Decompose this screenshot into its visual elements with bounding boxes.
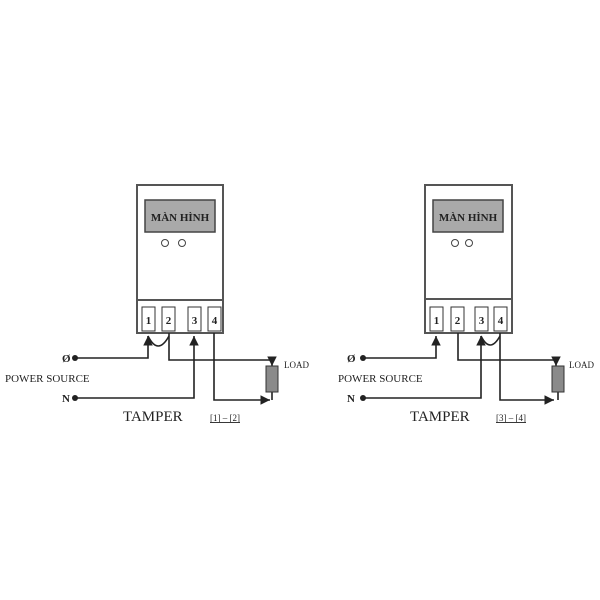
power-source-label: POWER SOURCE [338,373,423,385]
jumper-wire [480,335,501,346]
display-label: MÀN HÌNH [439,212,498,224]
jumper-label: [1] – [2] [210,413,240,423]
jumper-wire [147,335,170,347]
load-return-wire [499,333,554,405]
load-return-wire [213,333,270,405]
terminal-block: 1 2 3 4 [429,306,508,332]
terminal-block: 1 2 3 4 [141,306,222,332]
neutral-label: N [62,393,70,405]
neutral-terminal-dot [360,395,366,401]
phase-label: Ø [62,353,71,365]
load-wire [457,333,561,366]
neutral-wire [75,336,199,399]
phase-label: Ø [347,353,356,365]
diagram-title: TAMPER [410,409,470,425]
svg-text:1: 1 [434,315,440,327]
display-label: MÀN HÌNH [151,212,210,224]
svg-text:4: 4 [498,315,504,327]
phase-terminal-dot [360,355,366,361]
load-resistor [551,365,565,393]
indicator-led [178,239,186,247]
svg-text:1: 1 [146,315,152,327]
jumper-label: [3] – [4] [496,413,526,423]
power-source-label: POWER SOURCE [5,373,90,385]
svg-text:3: 3 [479,315,485,327]
phase-wire [363,336,441,359]
indicator-led [465,239,473,247]
indicator-led [451,239,459,247]
load-resistor [265,365,279,393]
svg-text:3: 3 [192,315,198,327]
neutral-terminal-dot [72,395,78,401]
diagram-tamper-1-2: MÀN HÌNH 1 2 3 4 Ø N POWER SOURCE LOAD T… [5,184,309,425]
phase-wire [75,336,153,359]
svg-text:2: 2 [455,315,461,327]
svg-text:4: 4 [212,315,218,327]
neutral-label: N [347,393,355,405]
load-wire [168,333,277,366]
load-label: LOAD [284,360,309,370]
svg-text:2: 2 [166,315,172,327]
diagram-title: TAMPER [123,409,183,425]
phase-terminal-dot [72,355,78,361]
neutral-wire [363,336,486,399]
load-label: LOAD [569,360,594,370]
indicator-led [161,239,169,247]
diagram-tamper-3-4: MÀN HÌNH 1 2 3 4 Ø N POWER SOURCE LOAD T… [338,184,594,425]
display-screen [432,199,504,233]
display-screen [144,199,216,233]
